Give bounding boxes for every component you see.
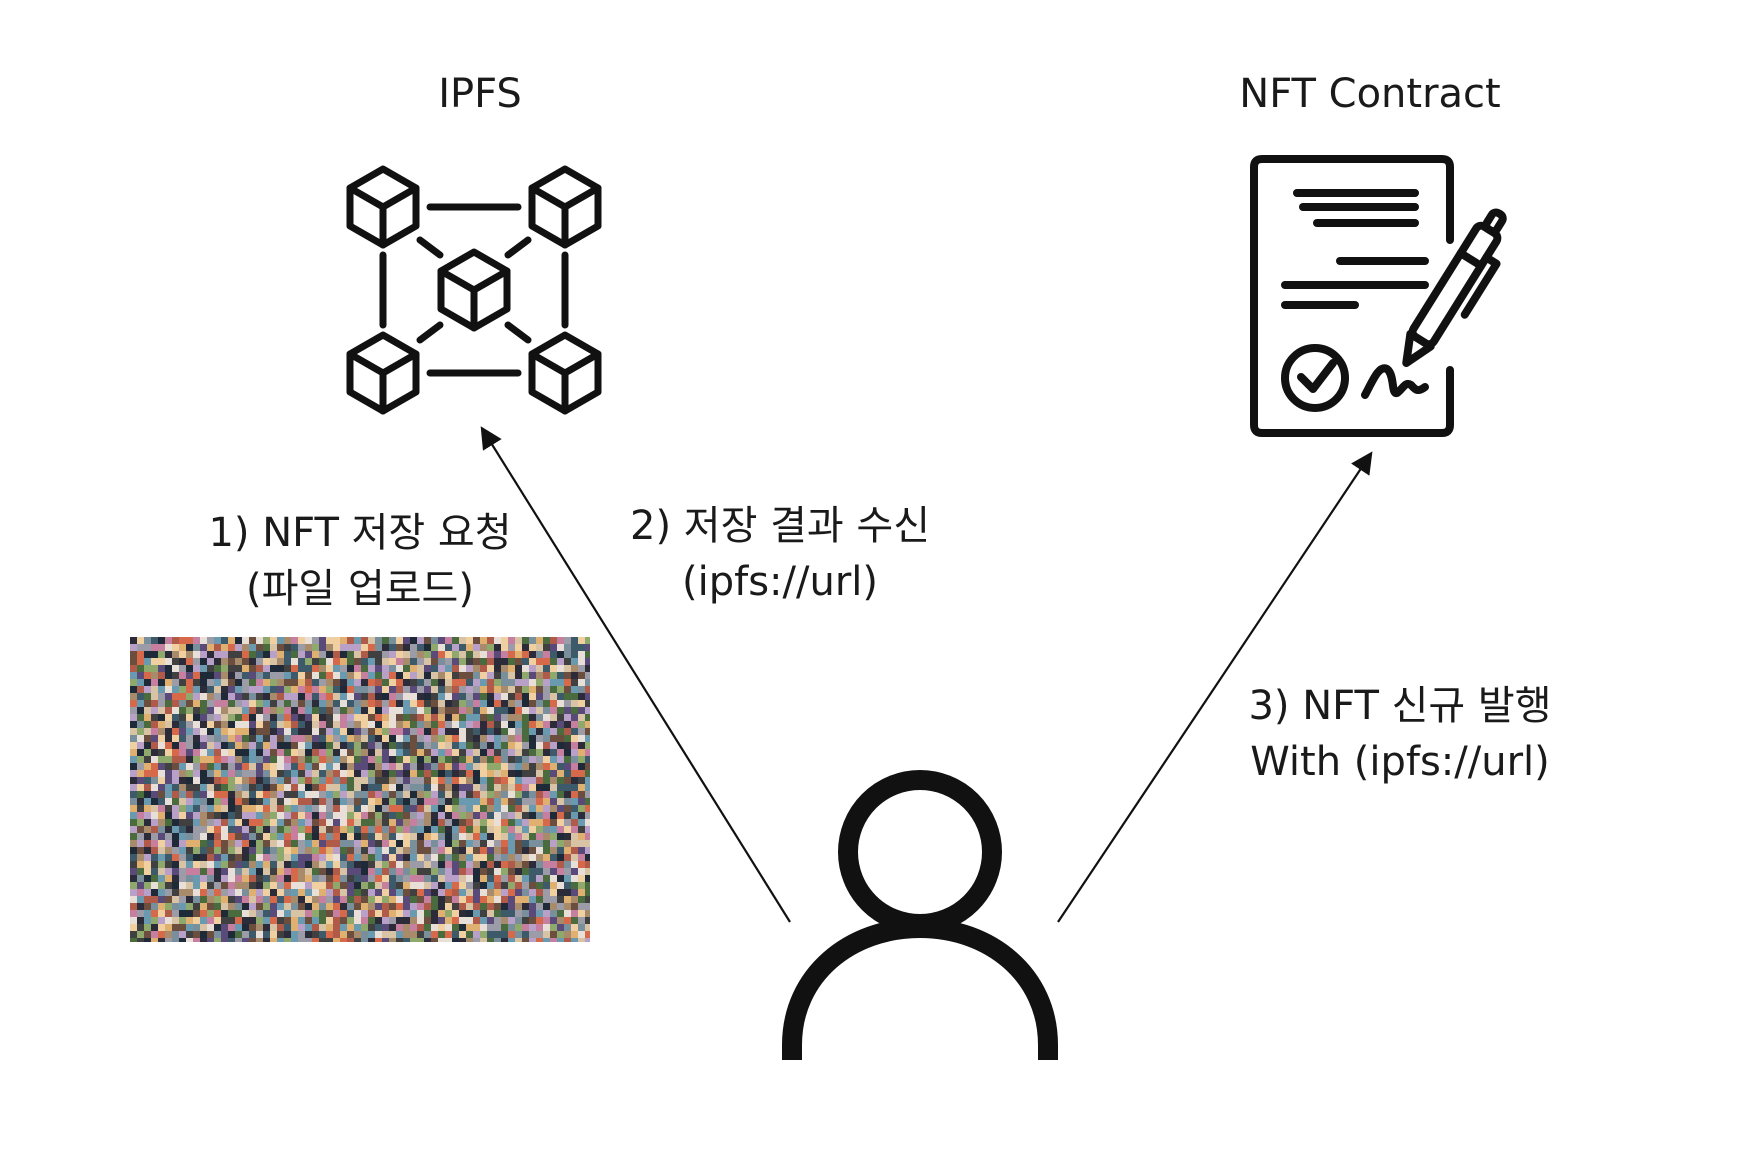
checkmark-icon	[1297, 359, 1337, 393]
document-outline	[1250, 155, 1454, 437]
step-2-detail: (ipfs://url)	[682, 559, 878, 605]
ipfs-title-text: IPFS	[438, 71, 522, 117]
step-3-detail: With (ipfs://url)	[1250, 739, 1550, 785]
user-head	[838, 770, 1002, 934]
link-diag-tl	[416, 236, 444, 259]
signed-contract-icon	[1250, 155, 1507, 437]
signature-scribble	[1361, 364, 1429, 399]
step-2-label: 2) 저장 결과 수신 (ipfs://url)	[590, 498, 970, 610]
nft-contract-title-text: NFT Contract	[1239, 71, 1501, 117]
step-1-title: 1) NFT 저장 요청	[208, 510, 512, 556]
checkmark-circle-icon	[1281, 344, 1349, 412]
link-diag-tr	[504, 236, 532, 259]
step-1-detail: (파일 업로드)	[246, 566, 474, 612]
arrow-user-to-ipfs	[480, 426, 791, 923]
step-2-title: 2) 저장 결과 수신	[630, 503, 930, 549]
ipfs-title: IPFS	[375, 66, 585, 122]
user-icon	[782, 770, 1058, 1060]
blockchain-network-icon	[340, 155, 620, 425]
step-3-title: 3) NFT 신규 발행	[1248, 683, 1552, 729]
user-body	[782, 917, 1058, 1060]
step-1-label: 1) NFT 저장 요청 (파일 업로드)	[150, 505, 570, 617]
nft-collage-image	[130, 637, 590, 942]
nft-contract-title: NFT Contract	[1190, 66, 1550, 122]
pen-icon	[1402, 208, 1507, 368]
link-diag-bl	[416, 321, 444, 344]
arrow-user-to-contract	[1057, 451, 1373, 923]
link-diag-br	[504, 321, 532, 344]
step-3-label: 3) NFT 신규 발행 With (ipfs://url)	[1205, 678, 1595, 790]
